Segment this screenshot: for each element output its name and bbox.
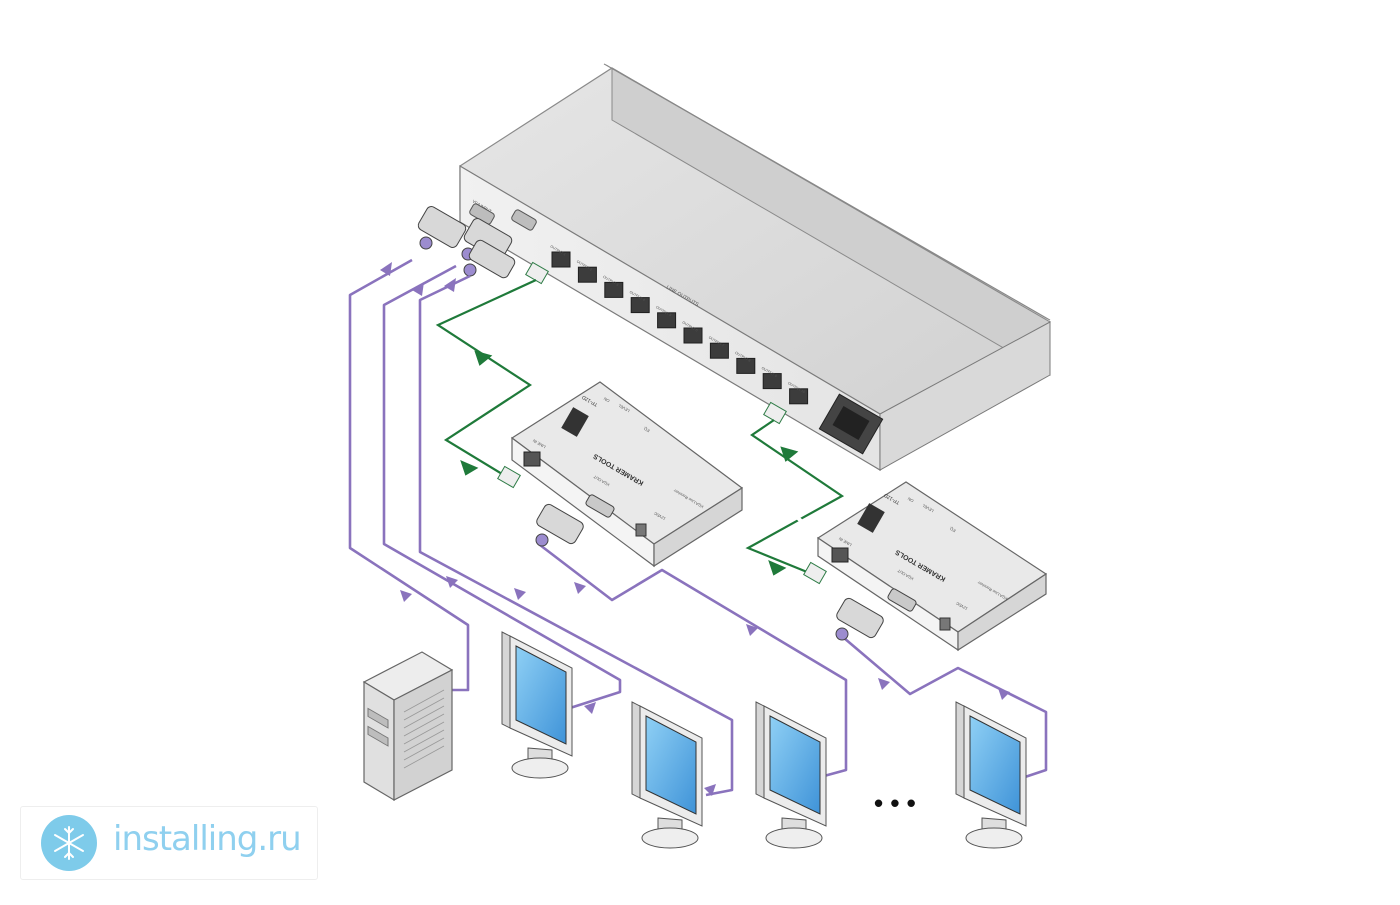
- rj45-port-9: [762, 373, 782, 390]
- receiver-1-on-label: ON: [603, 396, 611, 403]
- vga-cable-monitor-3: [539, 543, 848, 778]
- rj45-port-10: [789, 388, 809, 405]
- rj45-plug-receiver-1: [497, 465, 521, 489]
- receiver-1-eq-label: EQ.: [642, 426, 650, 434]
- vga-cable-computer: [348, 258, 470, 692]
- receiver-1: [510, 381, 744, 568]
- main-distribution-unit: [459, 63, 1052, 472]
- receiver-2-line-in-label: LINE IN: [838, 536, 853, 547]
- more-outputs-ellipsis: • • •: [874, 788, 916, 818]
- monitors: [501, 631, 1027, 849]
- rj45-port-5: [657, 312, 677, 329]
- rj45-port-3: [604, 281, 624, 298]
- vga-plug-receiver-2: [835, 597, 884, 641]
- watermark: installing.ru: [20, 806, 318, 880]
- snowflake-icon: [41, 815, 97, 871]
- monitor-3: [755, 701, 827, 849]
- watermark-text: installing.ru: [113, 819, 302, 859]
- vga-plug-input: [417, 206, 467, 250]
- vga-plug-receiver-1: [535, 503, 584, 547]
- receiver-2-eq-label: EQ.: [948, 526, 956, 534]
- twisted-pair-cable-1: [435, 279, 537, 481]
- rj45-port-2: [577, 266, 597, 283]
- vga-plug-third: [463, 239, 516, 279]
- monitor-1: [501, 631, 573, 779]
- vga-cable-monitor-2: [418, 274, 734, 797]
- vga-cable-arrows: [380, 262, 1010, 796]
- receiver-2-on-label: ON: [907, 496, 915, 503]
- vga-cable-monitor-1: [382, 264, 622, 710]
- rj45-output-ports: [551, 251, 809, 405]
- rj45-port-7: [709, 342, 729, 359]
- rj45-port-4: [630, 297, 650, 314]
- monitor-4: [955, 701, 1027, 849]
- computer-tower: [362, 651, 454, 802]
- vga-loop-port: [511, 209, 537, 231]
- rj45-plug-output-1: [525, 261, 549, 285]
- receiver-2: [816, 481, 1048, 652]
- rj45-port-6: [683, 327, 703, 344]
- receiver-2-level-label: LEVEL: [921, 503, 935, 514]
- rj45-port-1: [551, 251, 571, 268]
- power-inlet: [818, 393, 884, 455]
- receiver-1-line-in-label: LINE IN: [532, 438, 547, 449]
- monitor-2: [631, 701, 703, 849]
- rj45-plug-receiver-2: [803, 561, 827, 585]
- receiver-1-level-label: LEVEL: [617, 403, 631, 414]
- twisted-pair-cable-2: [745, 419, 845, 576]
- receiver-2-power-label: 12VDC: [955, 601, 969, 612]
- rj45-plug-output-9: [763, 401, 787, 425]
- vga-cables: [348, 258, 1048, 797]
- rj45-port-8: [736, 357, 756, 374]
- receiver-1-power-label: 12VDC: [653, 511, 667, 522]
